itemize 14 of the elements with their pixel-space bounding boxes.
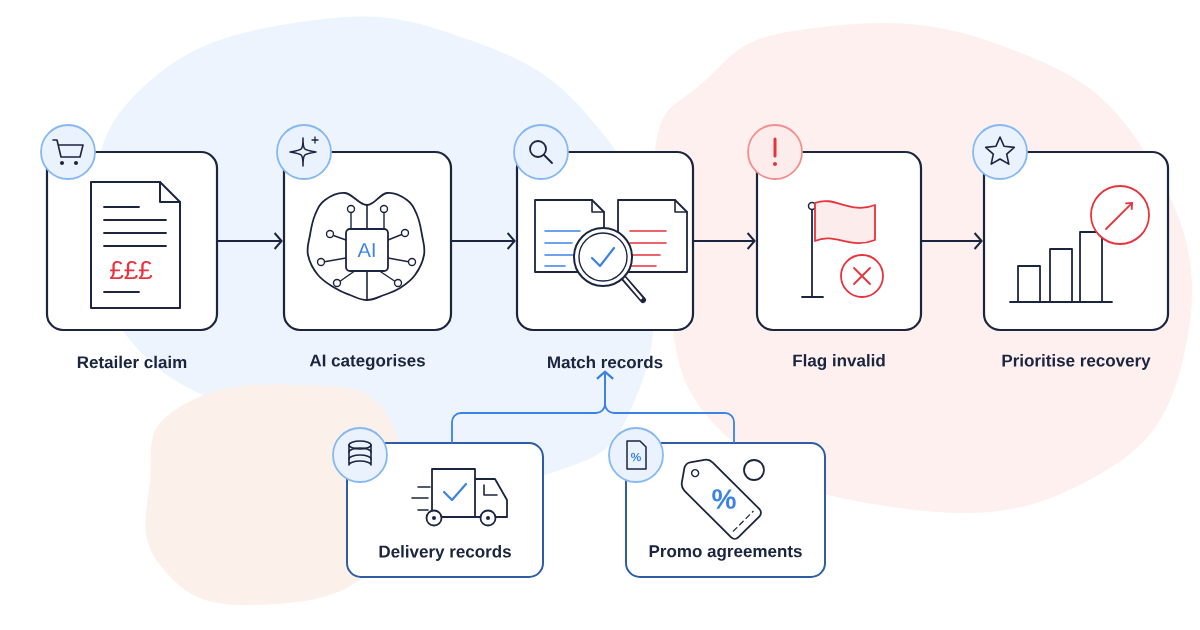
- source-box: Delivery records: [346, 442, 544, 578]
- step-label: AI categorises: [309, 354, 425, 370]
- step-label: Prioritise recovery: [1002, 354, 1151, 370]
- brain-chip-drawing: AI: [306, 191, 426, 301]
- arrow: [596, 370, 735, 443]
- step-label: Match records: [548, 355, 663, 369]
- step-label: Flag invalid: [793, 354, 885, 370]
- arrow: [451, 232, 516, 250]
- price-tag-drawing: %: [680, 458, 765, 540]
- arrow: [693, 232, 756, 250]
- arrow: [217, 232, 283, 250]
- document-drawing: £££: [90, 181, 181, 309]
- arrow: [921, 232, 983, 250]
- step-label: Retailer claim: [77, 355, 187, 369]
